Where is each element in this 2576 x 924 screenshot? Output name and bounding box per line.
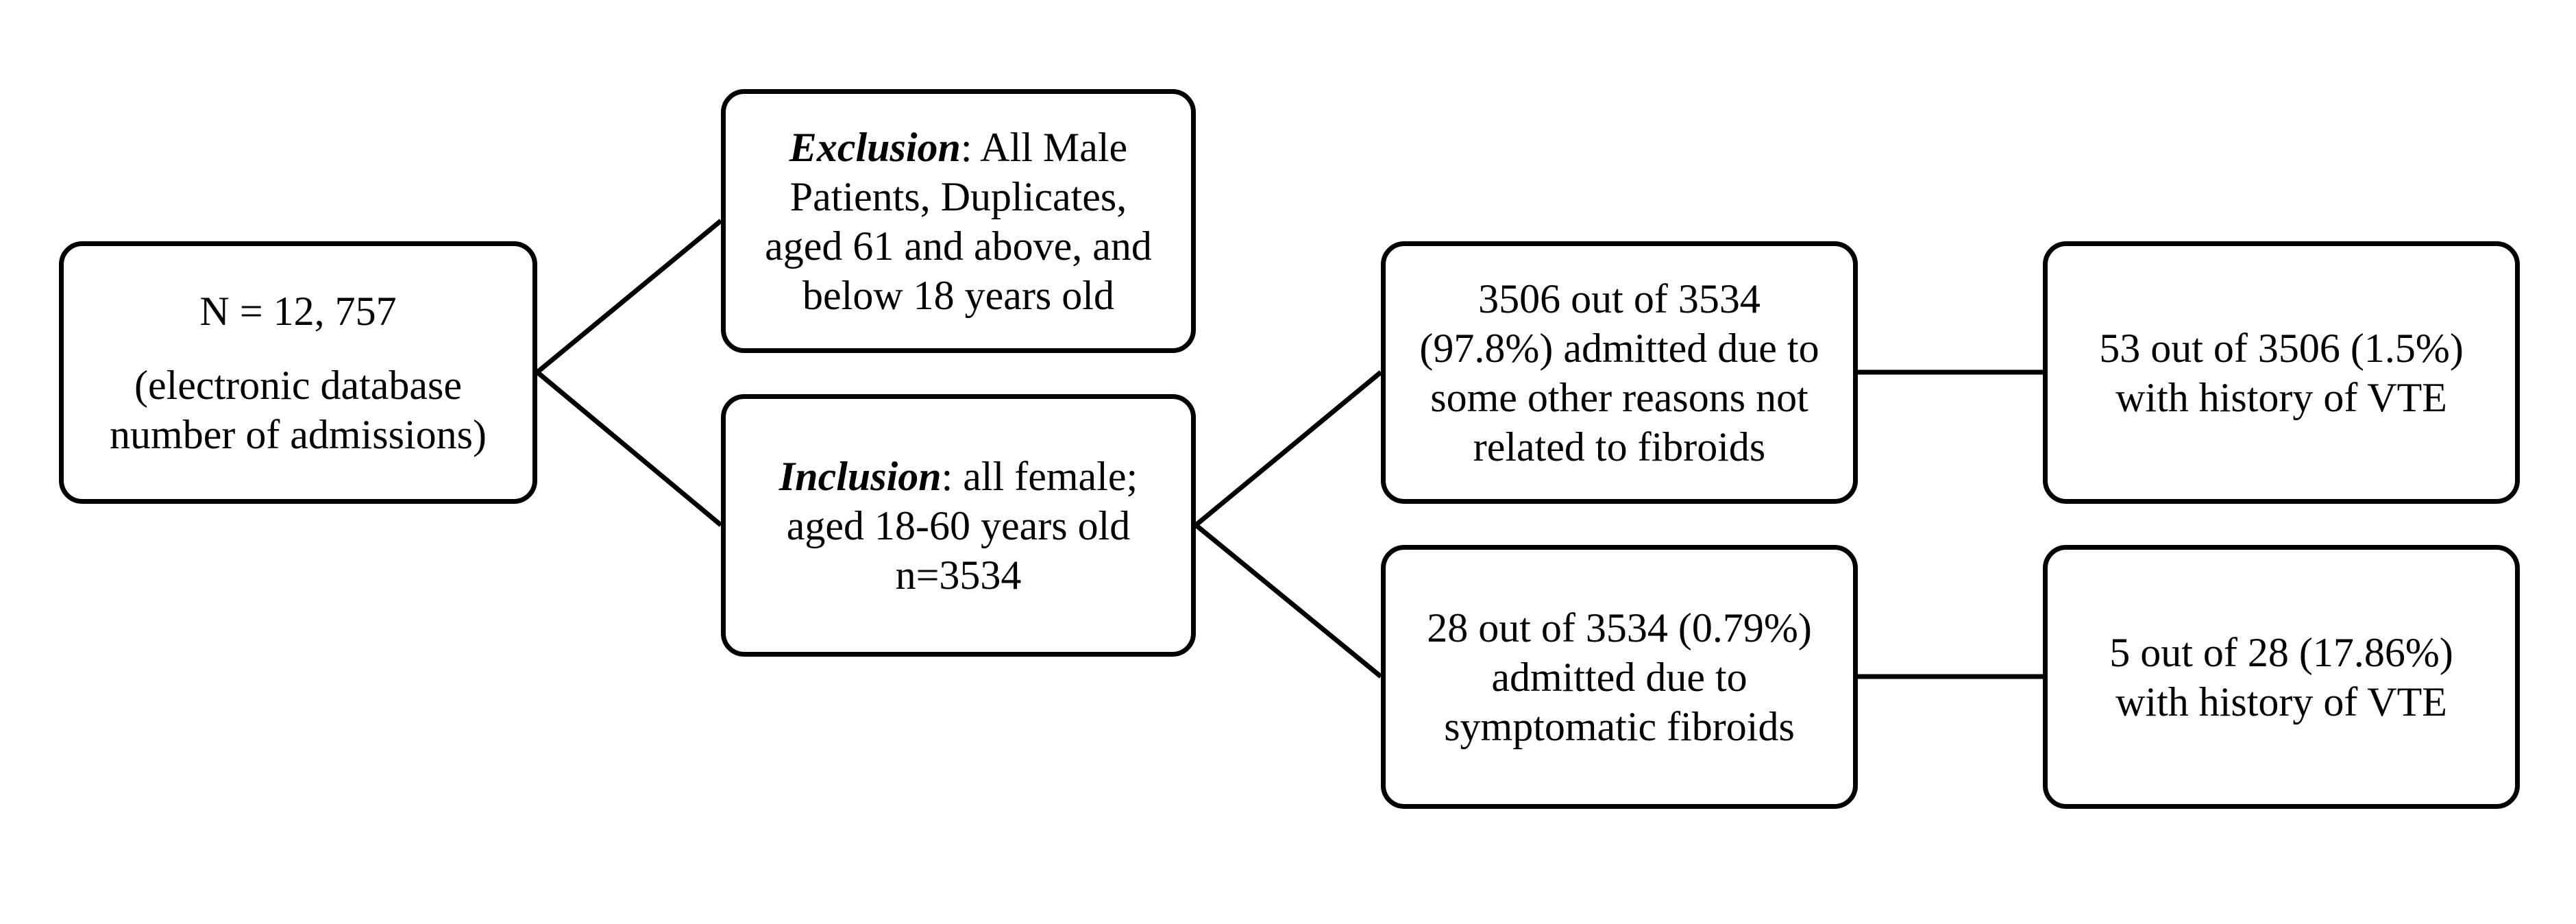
fibroids-line1: 28 out of 3534 (0.79%) [1427, 605, 1812, 651]
other-reasons-line4: related to fibroids [1473, 424, 1766, 470]
inclusion-line1-rest: : all female; [941, 453, 1138, 499]
inclusion-line3: n=3534 [895, 552, 1022, 598]
connector-total-to-inclusion [535, 370, 723, 527]
fibroids-line2: admitted due to [1491, 654, 1747, 700]
other-reasons-line1: 3506 out of 3534 [1478, 276, 1761, 321]
exclusion-line4: below 18 years old [802, 272, 1114, 318]
other-vte-line1: 53 out of 3506 (1.5%) [2099, 325, 2464, 371]
exclusion-box: Exclusion: All Male Patients, Duplicates… [721, 89, 1196, 353]
other-reasons-line3: some other reasons not [1430, 374, 1808, 420]
inclusion-line1: Inclusion: all female; [779, 452, 1138, 501]
connector-inclusion-to-other [1194, 370, 1383, 527]
fibroid-vte-history-box: 5 out of 28 (17.86%) with history of VTE [2043, 545, 2520, 809]
connector-total-to-exclusion [535, 219, 723, 374]
fibroids-line3: symptomatic fibroids [1444, 703, 1795, 749]
total-admissions-box: N = 12, 757 (electronic database number … [59, 241, 537, 504]
total-desc-line2: number of admissions) [110, 411, 487, 457]
inclusion-label: Inclusion [778, 453, 942, 499]
total-count: N = 12, 757 [199, 288, 397, 334]
fibroid-vte-line2: with history of VTE [2115, 679, 2447, 725]
inclusion-line2: aged 18-60 years old [786, 502, 1131, 548]
symptomatic-fibroids-box: 28 out of 3534 (0.79%) admitted due to s… [1381, 545, 1858, 809]
inclusion-box: Inclusion: all female; aged 18-60 years … [721, 394, 1196, 657]
exclusion-label: Exclusion [789, 124, 961, 170]
exclusion-line3: aged 61 and above, and [765, 223, 1152, 269]
other-reasons-box: 3506 out of 3534 (97.8%) admitted due to… [1381, 241, 1858, 504]
connector-inclusion-to-fibroids [1194, 523, 1383, 679]
other-vte-line2: with history of VTE [2115, 374, 2447, 420]
total-desc-line1: (electronic database [134, 362, 463, 408]
exclusion-line2: Patients, Duplicates, [789, 173, 1127, 219]
other-vte-history-box: 53 out of 3506 (1.5%) with history of VT… [2043, 241, 2520, 504]
other-reasons-line2: (97.8%) admitted due to [1419, 325, 1819, 371]
exclusion-line1: Exclusion: All Male [789, 123, 1127, 172]
fibroid-vte-line1: 5 out of 28 (17.86%) [2109, 629, 2453, 675]
exclusion-line1-rest: : All Male [960, 124, 1128, 170]
